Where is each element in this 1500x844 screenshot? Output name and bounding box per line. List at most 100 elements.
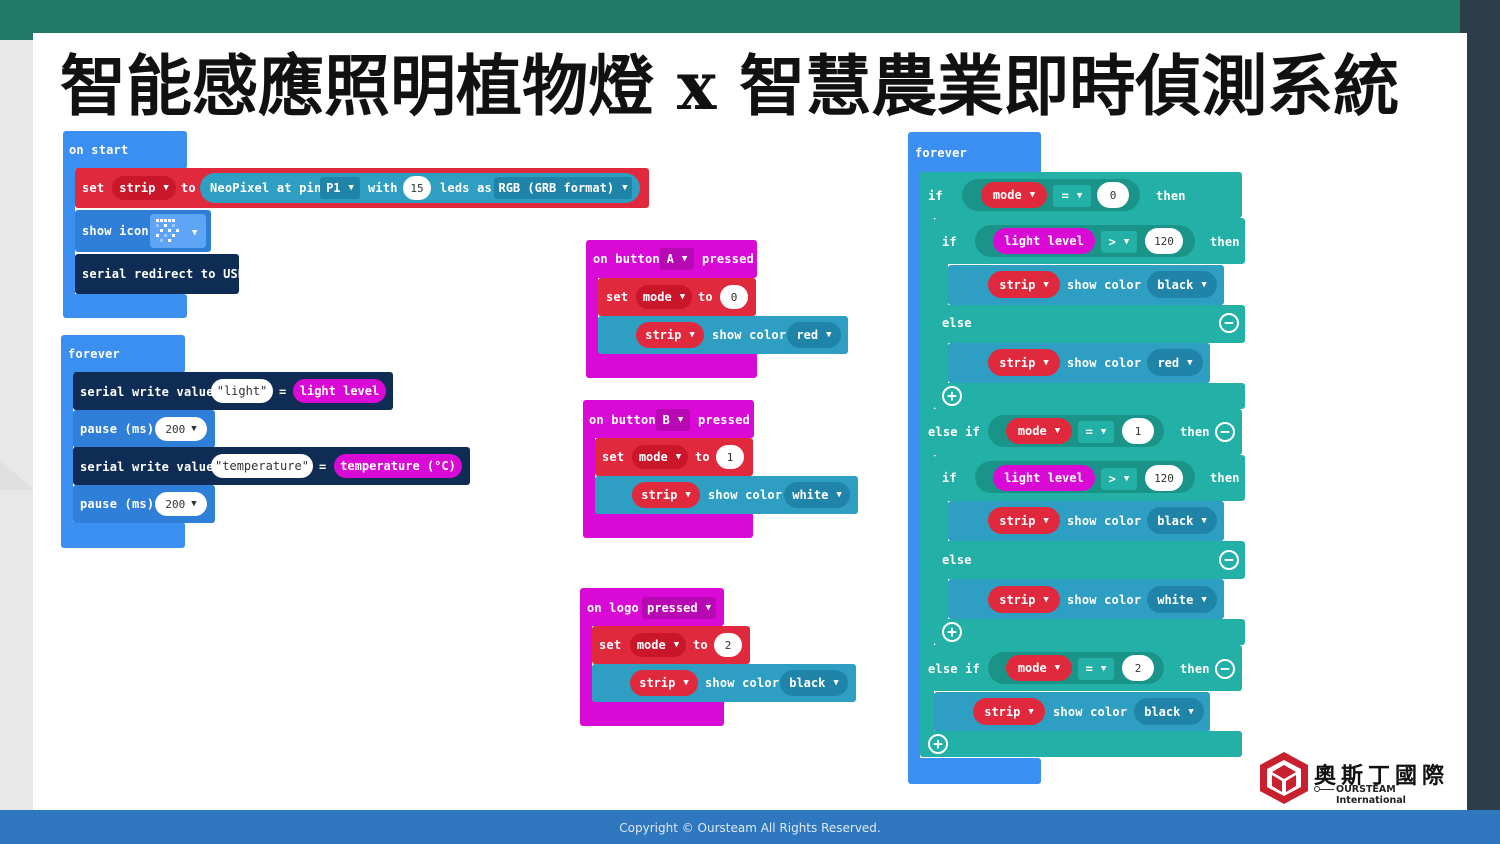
mode-var-2[interactable]: mode▼ bbox=[1006, 418, 1072, 444]
color-dropdown-a[interactable]: red▼ bbox=[787, 322, 841, 348]
strip-var-f5[interactable]: strip▼ bbox=[973, 698, 1045, 725]
pause-label-1: pause (ms) bbox=[80, 422, 155, 436]
strip-var-f1[interactable]: strip▼ bbox=[988, 271, 1060, 298]
logo-dot-icon bbox=[1314, 786, 1320, 792]
color-dropdown-b[interactable]: white▼ bbox=[784, 482, 850, 508]
forever2-foot bbox=[908, 758, 1041, 784]
mode-value-input-b[interactable]: 1 bbox=[716, 445, 744, 469]
mode-value-2[interactable]: 2 bbox=[1122, 655, 1154, 681]
mode-value-0[interactable]: 0 bbox=[1097, 182, 1129, 208]
gt-operator-2[interactable]: >▼ bbox=[1101, 468, 1137, 490]
eq-operator-1[interactable]: =▼ bbox=[1053, 185, 1091, 207]
button-a-dropdown[interactable]: A▼ bbox=[660, 248, 694, 270]
remove-else-if-icon-1[interactable]: − bbox=[1215, 422, 1235, 442]
light-level-reporter[interactable]: light level bbox=[293, 379, 386, 403]
strip-var-f2[interactable]: strip▼ bbox=[988, 349, 1060, 376]
if-label-1: if bbox=[928, 189, 943, 203]
strip-var-a[interactable]: strip▼ bbox=[636, 322, 704, 348]
add-else-if-icon[interactable]: + bbox=[928, 734, 948, 754]
color-dropdown-f3[interactable]: black▼ bbox=[1147, 507, 1217, 534]
then-label-5: then bbox=[1180, 662, 1210, 676]
on-start-hat[interactable] bbox=[63, 131, 187, 169]
remove-else-icon-1[interactable]: − bbox=[1219, 313, 1239, 333]
mode-value-input-a[interactable]: 0 bbox=[720, 285, 748, 309]
show-color-label-logo: show color bbox=[705, 676, 780, 690]
button-b-dropdown[interactable]: B▼ bbox=[656, 409, 690, 431]
logo-line bbox=[1320, 789, 1334, 790]
set-label-logo: set bbox=[599, 638, 622, 652]
light-threshold-1[interactable]: 120 bbox=[1145, 228, 1183, 254]
color-dropdown-f5[interactable]: black▼ bbox=[1134, 698, 1204, 725]
strip-var-dropdown[interactable]: strip▼ bbox=[112, 176, 176, 200]
forever2-body bbox=[908, 165, 920, 765]
slide-title: 智能感應照明植物燈 x 智慧農業即時偵測系統 bbox=[60, 47, 1400, 125]
light-name-string[interactable]: "light" bbox=[211, 379, 273, 403]
mode-var-1[interactable]: mode▼ bbox=[981, 182, 1047, 208]
pause-ms-dropdown-2[interactable]: 200▼ bbox=[155, 492, 207, 516]
format-dropdown[interactable]: RGB (GRB format)▼ bbox=[494, 177, 632, 199]
to-label: to bbox=[181, 181, 196, 195]
then-label-4: then bbox=[1210, 471, 1240, 485]
on-logo-label: on logo bbox=[587, 601, 639, 615]
color-dropdown-logo[interactable]: black▼ bbox=[780, 670, 848, 696]
mode-value-1[interactable]: 1 bbox=[1122, 418, 1154, 444]
strip-var-b[interactable]: strip▼ bbox=[632, 482, 700, 508]
pin-dropdown[interactable]: P1▼ bbox=[320, 177, 360, 199]
cube-logo-icon bbox=[1260, 752, 1308, 804]
light-threshold-2[interactable]: 120 bbox=[1145, 465, 1183, 491]
temperature-reporter[interactable]: temperature (°C) bbox=[334, 454, 462, 478]
neopixel-label: NeoPixel at pin bbox=[210, 181, 322, 195]
gt-operator-1[interactable]: >▼ bbox=[1101, 231, 1137, 253]
show-color-label-f4: show color bbox=[1067, 593, 1142, 607]
forever-hat[interactable] bbox=[61, 335, 185, 373]
led-count-input[interactable]: 15 bbox=[403, 176, 431, 200]
color-dropdown-f4[interactable]: white▼ bbox=[1147, 586, 1217, 613]
then-label-1: then bbox=[1156, 189, 1186, 203]
pause-label-2: pause (ms) bbox=[80, 497, 155, 511]
on-button-label-a: on button bbox=[593, 252, 660, 266]
on-button-label-b: on button bbox=[589, 413, 656, 427]
strip-var-logo[interactable]: strip▼ bbox=[630, 670, 698, 696]
show-color-label-f1: show color bbox=[1067, 278, 1142, 292]
on-logo-body bbox=[580, 618, 592, 708]
mode-var-dropdown-logo[interactable]: mode▼ bbox=[630, 633, 686, 657]
equals-label: = bbox=[279, 385, 287, 399]
mode-var-dropdown-b[interactable]: mode▼ bbox=[632, 445, 688, 469]
eq-operator-2[interactable]: =▼ bbox=[1078, 421, 1114, 443]
color-dropdown-f1[interactable]: black▼ bbox=[1147, 271, 1217, 298]
pause-ms-dropdown-1[interactable]: 200▼ bbox=[155, 417, 207, 441]
outer-if-spine bbox=[920, 205, 934, 755]
add-branch-icon-2[interactable]: + bbox=[942, 622, 962, 642]
strip-var-f3[interactable]: strip▼ bbox=[988, 507, 1060, 534]
oursteam-logo: 奧斯丁國際 OURSTEAM International bbox=[1252, 748, 1466, 806]
else-row-1[interactable] bbox=[934, 305, 1245, 343]
add-branch-icon-1[interactable]: + bbox=[942, 386, 962, 406]
else-row-2[interactable] bbox=[934, 541, 1245, 579]
color-dropdown-f2[interactable]: red▼ bbox=[1147, 349, 1203, 376]
svg-text:▼: ▼ bbox=[192, 228, 198, 238]
outer-if-foot bbox=[920, 731, 1242, 757]
icon-dropdown[interactable]: ▼ bbox=[150, 214, 206, 248]
else-if-label-2: else if bbox=[928, 662, 980, 676]
forever2-hat[interactable] bbox=[908, 132, 1041, 174]
remove-else-if-icon-2[interactable]: − bbox=[1215, 659, 1235, 679]
light-level-reporter-2[interactable]: light level bbox=[993, 465, 1095, 491]
light-level-reporter-1[interactable]: light level bbox=[993, 228, 1095, 254]
eq-operator-3[interactable]: =▼ bbox=[1078, 658, 1114, 680]
show-icon-label: show icon bbox=[82, 224, 149, 238]
pressed-dropdown-logo[interactable]: pressed▼ bbox=[642, 597, 716, 619]
remove-else-icon-2[interactable]: − bbox=[1219, 550, 1239, 570]
mode-value-input-logo[interactable]: 2 bbox=[714, 633, 742, 657]
show-color-label-b: show color bbox=[708, 488, 783, 502]
to-label-logo: to bbox=[693, 638, 708, 652]
strip-var-f4[interactable]: strip▼ bbox=[988, 586, 1060, 613]
leds-as-label: leds as bbox=[440, 181, 492, 195]
forever-label: forever bbox=[68, 347, 120, 361]
temperature-name-string[interactable]: "temperature" bbox=[211, 454, 313, 478]
mode-var-dropdown-a[interactable]: mode▼ bbox=[636, 285, 692, 309]
mode-var-3[interactable]: mode▼ bbox=[1006, 655, 1072, 681]
serial-redirect-block[interactable] bbox=[75, 254, 239, 294]
on-logo-foot bbox=[580, 700, 724, 726]
serial-write-label-2: serial write value bbox=[80, 460, 214, 474]
else-label-1: else bbox=[942, 316, 972, 330]
